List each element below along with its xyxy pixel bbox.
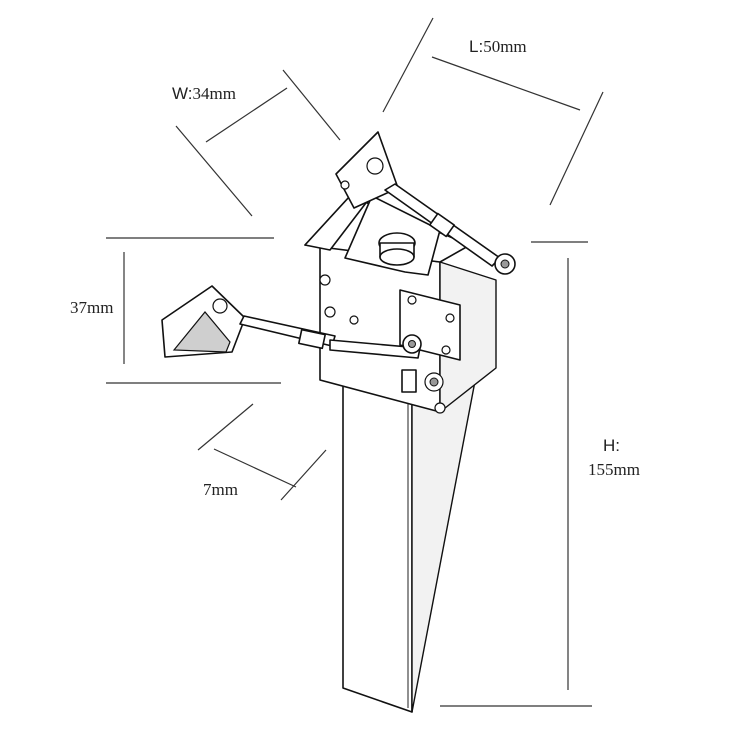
- mount-hole-large-inner: [429, 377, 439, 387]
- height-label-key: H:: [603, 436, 620, 455]
- top-pivot: [378, 232, 416, 266]
- height-label-key-line: H:: [603, 436, 620, 456]
- height-label-value-line: 155mm: [588, 460, 640, 480]
- mount-hole-3: [349, 315, 359, 325]
- bracket-hole-1: [407, 295, 417, 305]
- upper-horn-pin: [366, 157, 384, 175]
- mount-hole-1: [319, 274, 331, 286]
- width-label: W:34mm: [172, 84, 236, 104]
- mount-hole-4: [434, 402, 446, 414]
- length-extension-left: [382, 17, 434, 113]
- width-label-key: W:: [172, 84, 193, 103]
- length-extension-right: [549, 91, 604, 206]
- length-label: L:50mm: [469, 37, 527, 57]
- upper-pushrod-collar: [428, 212, 456, 238]
- lower-pushrod-collar: [298, 328, 326, 350]
- upper-horn-hole: [340, 180, 350, 190]
- length-dimension-line: [431, 56, 581, 111]
- lower-tiller-arm: [329, 339, 421, 359]
- mount-height-label-value: 37mm: [70, 298, 114, 317]
- length-label-key: L:: [469, 37, 484, 56]
- width-label-value: 34mm: [192, 84, 236, 103]
- dimension-lines: [106, 17, 604, 707]
- width-dimension-line: [205, 87, 288, 143]
- rudder-blade: [342, 354, 481, 713]
- blade-edge-face: [411, 354, 481, 713]
- bracket-hole-3: [441, 345, 451, 355]
- lower-horn-pin: [212, 298, 228, 314]
- thickness-label-value: 7mm: [203, 480, 238, 499]
- width-extension-top: [282, 69, 341, 141]
- top-pivot-base: [379, 248, 415, 266]
- upper-ball-link-center: [500, 259, 510, 269]
- width-extension-bottom: [175, 125, 253, 217]
- thickness-dimension-line: [213, 448, 297, 488]
- bracket-hole-2: [445, 313, 455, 323]
- thickness-label: 7mm: [203, 480, 238, 500]
- mount-hole-2: [324, 306, 336, 318]
- lower-pivot-post: [401, 369, 417, 393]
- upper-horn-bracket: [335, 131, 399, 209]
- thickness-extension-left: [197, 403, 254, 451]
- height-label-value: 155mm: [588, 460, 640, 479]
- length-label-value: 50mm: [483, 37, 527, 56]
- mount-height-label: 37mm: [70, 298, 113, 318]
- lower-horn-recess: [172, 311, 231, 353]
- thickness-extension-right: [280, 449, 327, 501]
- upper-linkage: [335, 131, 516, 275]
- blade-side-face: [342, 359, 413, 713]
- lower-linkage: [161, 285, 422, 393]
- mount-side-face: [439, 261, 497, 413]
- lower-ball-link-center: [408, 340, 416, 348]
